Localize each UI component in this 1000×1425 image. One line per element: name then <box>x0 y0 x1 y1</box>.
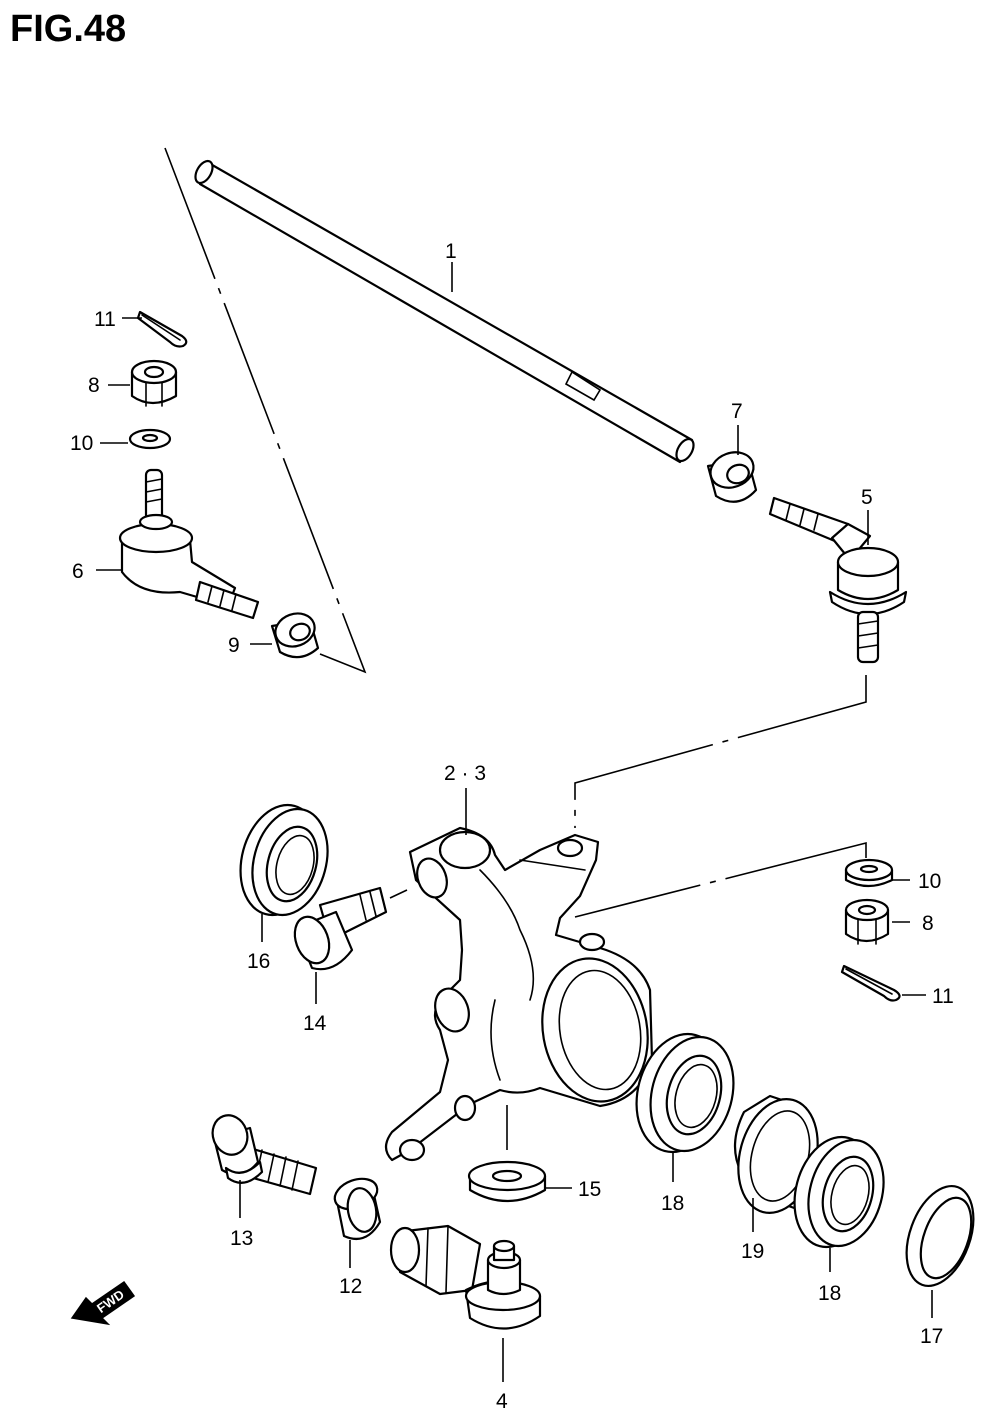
part-labels: 1 2 · 3 4 5 6 7 8 8 9 10 10 11 11 12 13 … <box>70 240 954 1413</box>
label-part-18-upper: 18 <box>661 1192 684 1215</box>
part-spacer-19 <box>733 1094 819 1214</box>
part-bearing-18-lower <box>793 1135 885 1249</box>
label-part-4: 4 <box>496 1390 508 1413</box>
grouping-lines <box>164 147 867 918</box>
part-cotter-pin-top <box>136 310 188 348</box>
part-nut-right <box>706 451 758 503</box>
part-oil-seal-16 <box>239 803 329 917</box>
part-bolt-14 <box>293 886 388 971</box>
label-part-10-top: 10 <box>70 432 93 455</box>
part-nut-top <box>130 359 178 407</box>
leader-lines <box>96 262 933 1382</box>
part-bolt-13 <box>211 1114 318 1196</box>
part-collar-12 <box>333 1177 382 1240</box>
part-washer-top <box>128 428 172 450</box>
label-part-14: 14 <box>303 1012 327 1035</box>
part-nut-left <box>270 612 320 659</box>
label-part-2-3: 2 · 3 <box>444 762 486 785</box>
forward-arrow-icon: FWD <box>70 1280 136 1326</box>
label-part-5: 5 <box>861 486 873 509</box>
part-washer-right <box>844 858 894 888</box>
label-part-9: 9 <box>228 634 240 657</box>
part-tie-rod-end-right <box>768 496 908 664</box>
part-ball-joint <box>389 1224 542 1330</box>
figure-title: FIG.48 <box>10 8 127 50</box>
label-part-7: 7 <box>731 400 743 423</box>
part-tie-rod <box>194 159 695 464</box>
part-nut-right-8 <box>844 898 890 945</box>
label-part-15: 15 <box>578 1178 601 1201</box>
label-part-16: 16 <box>247 950 270 973</box>
label-part-6: 6 <box>72 560 84 583</box>
part-seal-17 <box>905 1184 975 1288</box>
part-bearing-18-upper <box>635 1032 735 1154</box>
part-washer-15 <box>467 1160 547 1203</box>
label-part-11-top: 11 <box>94 308 116 331</box>
label-part-17: 17 <box>920 1325 943 1348</box>
label-part-12: 12 <box>339 1275 362 1298</box>
label-part-8-top: 8 <box>88 374 100 397</box>
label-part-19: 19 <box>741 1240 764 1263</box>
part-steering-knuckle <box>384 826 654 1162</box>
label-part-8-right: 8 <box>922 912 934 935</box>
label-part-1: 1 <box>445 240 457 263</box>
part-cotter-pin-right <box>840 964 901 1002</box>
part-tie-rod-end-left <box>118 468 260 620</box>
label-part-11-right: 11 <box>932 985 954 1008</box>
label-part-10-right: 10 <box>918 870 941 893</box>
label-part-13: 13 <box>230 1227 253 1250</box>
label-part-18-lower: 18 <box>818 1282 841 1305</box>
